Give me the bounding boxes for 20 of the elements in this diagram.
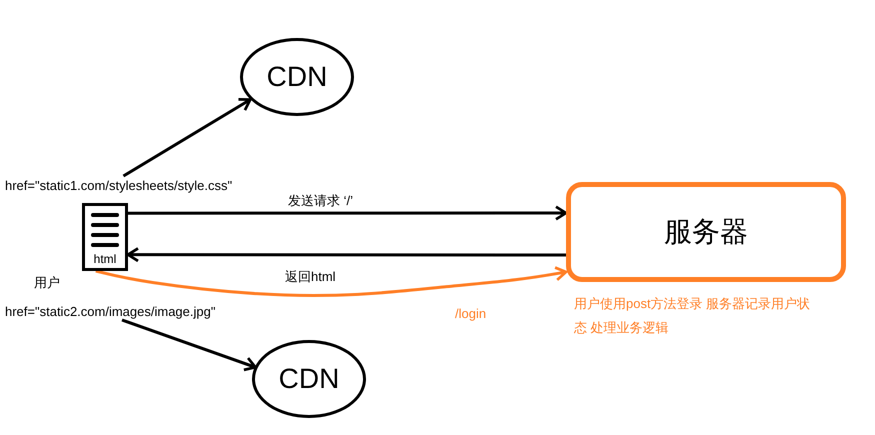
node-label: 服务器 (664, 216, 748, 248)
url-text: href="static2.com/images/image.jpg" (5, 302, 239, 320)
label-text: 用户 (34, 274, 60, 292)
document-box (82, 203, 128, 271)
arrow (122, 98, 252, 178)
arrow (126, 247, 566, 262)
arrow (128, 205, 568, 221)
url-text: href="static1.com/stylesheets/style.css" (5, 176, 257, 194)
edge-label: 返回html (285, 268, 336, 286)
note-text: 用户使用post方法登录 服务器记录用户状态 处理业务逻辑 (574, 295, 812, 337)
cdn-ellipse (252, 340, 366, 418)
server-box (566, 182, 846, 282)
node-label: CDN (266, 62, 328, 92)
edge-label: 发送请求 ‘/’ (288, 192, 353, 210)
arrow (122, 318, 257, 372)
node-label: html (94, 252, 116, 266)
node-label: CDN (278, 364, 340, 394)
edge-label: /login (455, 306, 486, 321)
cdn-ellipse (240, 38, 354, 116)
arrow (95, 266, 568, 297)
